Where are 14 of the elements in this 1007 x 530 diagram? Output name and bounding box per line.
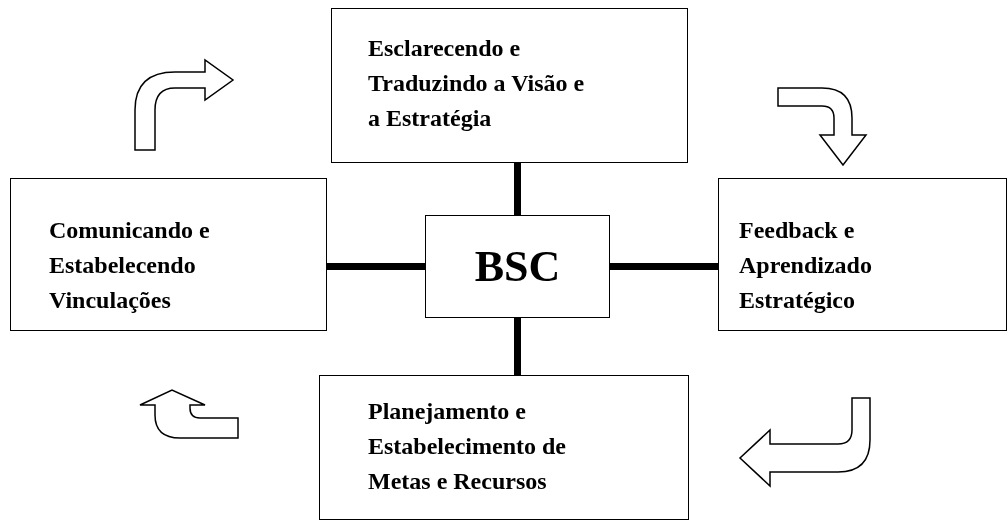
connector-line bbox=[327, 263, 425, 270]
center-box bbox=[425, 215, 610, 318]
connector-line bbox=[610, 263, 718, 270]
connector-line bbox=[514, 163, 521, 215]
box-label: BSC bbox=[473, 242, 562, 291]
process-box bbox=[331, 8, 688, 163]
box-label: Comunicando e Estabelecendo Vinculações bbox=[49, 216, 211, 315]
process-box bbox=[319, 375, 689, 520]
process-box bbox=[718, 178, 1007, 331]
box-label: Feedback e Aprendizado Estratégico bbox=[739, 216, 873, 315]
connector-line bbox=[514, 318, 521, 375]
process-box bbox=[10, 178, 327, 331]
box-label: Planejamento e Estabelecimento de Metas e Recursos bbox=[368, 397, 567, 496]
box-label: Esclarecendo e Traduzindo a Visão e a Estratégia bbox=[368, 34, 586, 133]
